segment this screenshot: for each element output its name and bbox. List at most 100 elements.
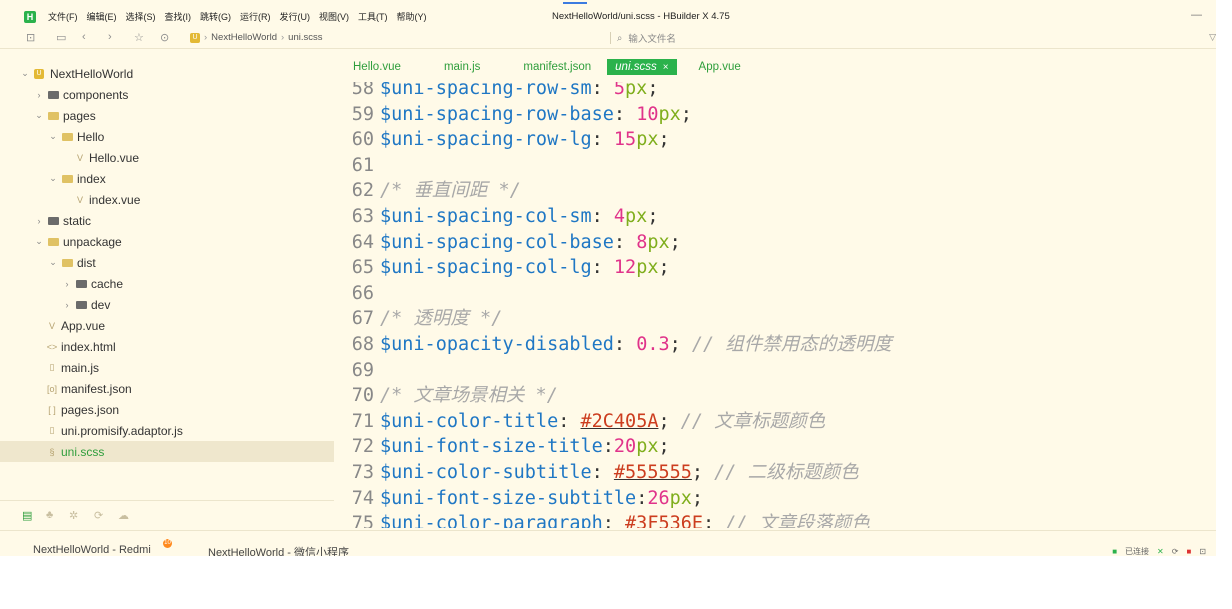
save-icon[interactable]: ▭ (56, 32, 67, 44)
tab-manifest-json[interactable]: manifest.json (523, 61, 592, 73)
breadcrumb-project[interactable]: NextHelloWorld (211, 32, 277, 43)
code-line: 60$uni-spacing-row-lg: 15px; (334, 127, 670, 153)
tree-item[interactable]: [ ]pages.json (0, 399, 334, 420)
code-token: $uni-spacing-row-base (380, 103, 614, 125)
folder-icon (76, 300, 87, 309)
file-search[interactable]: ⌕ 输入文件名 (610, 31, 676, 45)
code-line: 74$uni-font-size-subtitle:26px; (334, 486, 703, 512)
chevron-right-icon[interactable]: › (37, 89, 41, 100)
device-icon[interactable]: ✕ (1157, 547, 1164, 556)
code-token: 4 (613, 206, 626, 227)
tree-item[interactable]: ⌄ Hello (0, 126, 334, 147)
tree-item[interactable]: ⌄ unpackage (0, 231, 334, 252)
code-content: $uni-color-title: #2C405A; // 文章标题颜色 (380, 411, 825, 432)
project-icon: U (190, 32, 200, 43)
folder-icon (48, 90, 59, 99)
tree-item-label: dist (77, 255, 96, 270)
cloud-icon[interactable]: ☁ (118, 510, 129, 522)
tab-main-js[interactable]: main.js (443, 61, 481, 73)
tree-item[interactable]: [o]manifest.json (0, 378, 334, 399)
chevron-down-icon[interactable]: ⌄ (49, 131, 57, 141)
tab-app-vue[interactable]: App.vue (698, 61, 741, 73)
tree-item[interactable]: <>index.html (0, 336, 334, 357)
chevron-down-icon[interactable]: ⌄ (49, 173, 57, 183)
code-editor[interactable]: 58$uni-spacing-row-sm: 5px;59$uni-spacin… (334, 82, 1216, 528)
tree-item[interactable]: ›static (0, 210, 334, 231)
line-number: 67 (351, 308, 374, 330)
tree-item-label: pages (63, 108, 96, 123)
debug-icon[interactable]: ✲ (69, 510, 79, 522)
preview-icon[interactable]: ⊙ (160, 32, 170, 44)
chevron-right-icon[interactable]: › (65, 299, 69, 310)
menu-edit[interactable]: 编辑(E) (86, 12, 117, 22)
chevron-down-icon[interactable]: ⌄ (35, 236, 43, 246)
line-number: 59 (351, 103, 374, 125)
line-number: 68 (351, 334, 374, 355)
code-line: 64$uni-spacing-col-base: 8px; (334, 230, 681, 256)
refresh-icon[interactable]: ⟳ (1171, 547, 1179, 556)
code-line: 63$uni-spacing-col-sm: 4px; (334, 204, 659, 230)
stop-icon[interactable]: ■ (1186, 547, 1192, 556)
tree-item-label: Hello (77, 129, 105, 144)
back-icon[interactable]: ‹ (82, 31, 86, 43)
plugin-icon[interactable]: ♣ (46, 509, 54, 521)
breadcrumb-file[interactable]: uni.scss (288, 32, 323, 43)
chevron-down-icon[interactable]: ⌄ (49, 257, 57, 267)
forward-icon[interactable]: › (108, 31, 112, 43)
menu-file[interactable]: 文件(F) (48, 12, 78, 22)
menu-select[interactable]: 选择(S) (125, 12, 156, 22)
chevron-right-icon[interactable]: › (65, 278, 69, 289)
chevron-down-icon[interactable]: ⌄ (35, 110, 43, 120)
tree-item-label: Hello.vue (89, 150, 140, 165)
tree-item[interactable]: ›dev (0, 294, 334, 315)
star-icon[interactable]: ☆ (134, 32, 144, 44)
new-file-icon[interactable]: ⊡ (26, 32, 36, 44)
code-token: ; (658, 129, 670, 151)
code-line: 61 (334, 153, 380, 179)
tree-item-label: App.vue (61, 318, 106, 333)
tree-item-label: NextHelloWorld (50, 66, 134, 81)
menu-run[interactable]: 运行(R) (240, 12, 271, 22)
tree-item[interactable]: ›cache (0, 273, 334, 294)
minimize-button[interactable]: — (1191, 9, 1202, 21)
search-input[interactable]: 输入文件名 (628, 34, 676, 45)
tree-item[interactable]: ›components (0, 84, 334, 105)
menu-view[interactable]: 视图(V) (319, 12, 349, 22)
menu-find[interactable]: 查找(I) (164, 12, 192, 22)
close-icon[interactable]: × (662, 62, 669, 73)
code-token: px (658, 103, 681, 125)
code-token: $uni-font-size-title (380, 436, 603, 458)
explorer-icon[interactable]: ▤ (22, 510, 33, 522)
folder-icon (76, 279, 87, 288)
menu-publish[interactable]: 发行(U) (279, 12, 311, 22)
chevron-right-icon[interactable]: › (37, 215, 41, 226)
git-icon[interactable]: ⟳ (94, 510, 104, 522)
menu-goto[interactable]: 跳转(G) (200, 12, 231, 22)
chevron-down-icon[interactable]: ⌄ (21, 68, 29, 78)
tree-item-label: uni.promisify.adaptor.js (61, 423, 183, 438)
tree-item[interactable]: ▯main.js (0, 357, 334, 378)
code-token: $uni-opacity-disabled (380, 334, 614, 355)
tree-item[interactable]: ⌄ dist (0, 252, 334, 273)
console-tab-wechat[interactable]: NextHelloWorld - 微信小程序 (208, 547, 349, 556)
tree-item[interactable]: ⌄index (0, 168, 334, 189)
code-content: $uni-spacing-row-lg: 15px; (380, 129, 670, 150)
panel-icon[interactable]: ⊡ (1199, 547, 1206, 556)
filter-icon[interactable]: ▽ (1209, 32, 1216, 42)
menu-tools[interactable]: 工具(T) (358, 12, 388, 22)
tree-item[interactable]: ▯uni.promisify.adaptor.js (0, 420, 334, 441)
tree-item-label: unpackage (63, 234, 122, 249)
tab-uni-scss[interactable]: uni.scss× (607, 59, 677, 75)
tab-hello-vue[interactable]: Hello.vue (353, 61, 401, 73)
code-token: 10 (636, 103, 659, 125)
tree-item[interactable]: ⌄ pages (0, 105, 334, 126)
hbuilder-window: H 文件(F) 编辑(E) 选择(S) 查找(I) 跳转(G) 运行(R) 发行… (0, 0, 1216, 556)
line-number: 69 (351, 359, 374, 381)
menu-help[interactable]: 帮助(Y) (396, 12, 427, 22)
console-tab-redmi[interactable]: NextHelloWorld - Redmi (33, 544, 151, 556)
tree-item[interactable]: §uni.scss (0, 441, 334, 462)
